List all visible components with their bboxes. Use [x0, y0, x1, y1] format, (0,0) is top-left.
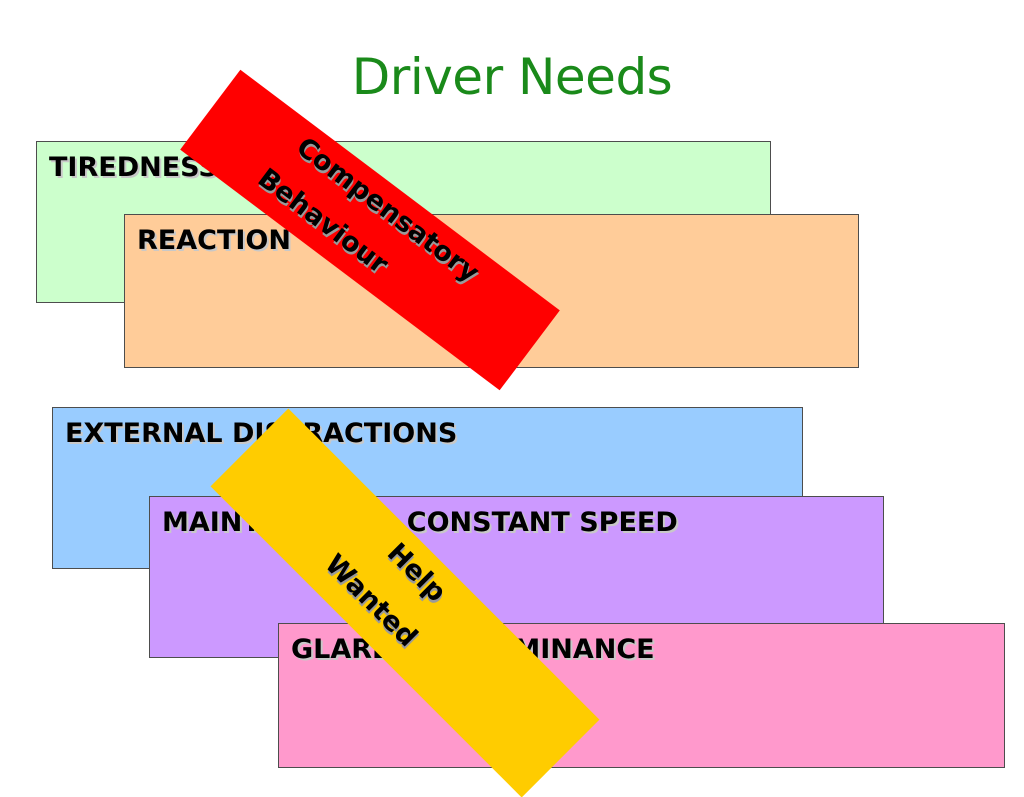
reaction-label: REACTION	[137, 225, 291, 256]
slide-title: Driver Needs	[351, 48, 673, 106]
